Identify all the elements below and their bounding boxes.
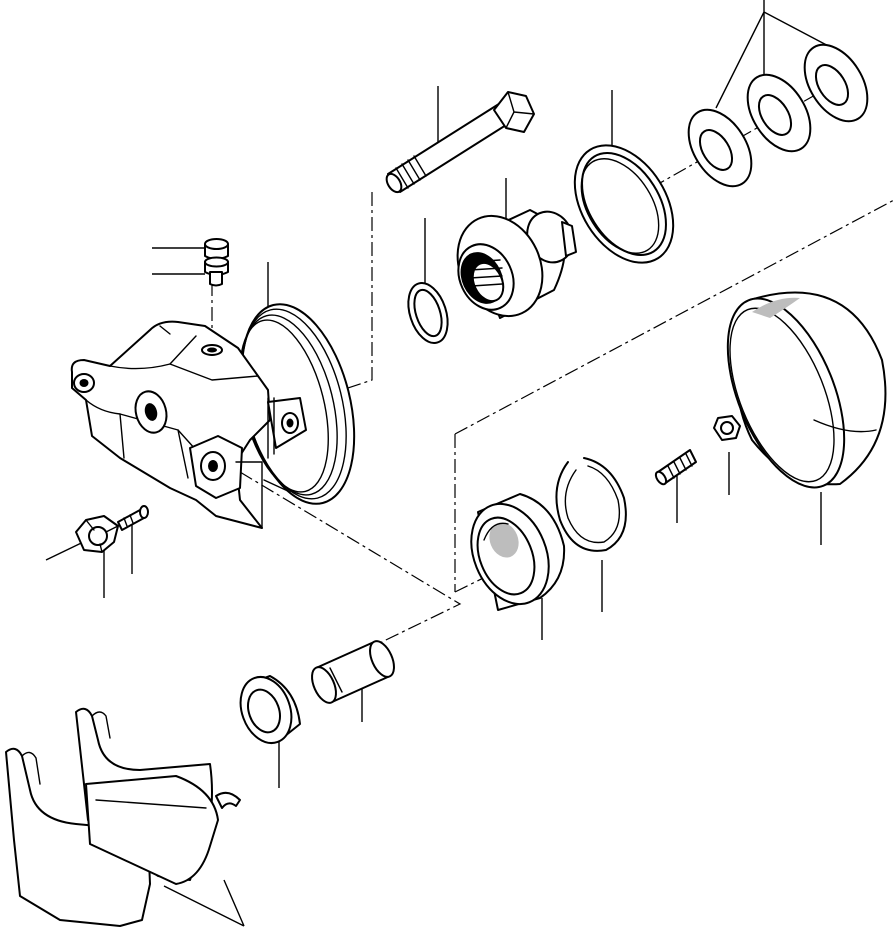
bleeder-cap-icon — [204, 238, 229, 260]
washer-icon — [407, 281, 449, 345]
bolt-icon — [385, 91, 535, 194]
stud-icon — [654, 449, 697, 486]
seal-ring-icon — [239, 675, 301, 744]
piston-seal-icon — [573, 144, 675, 264]
pin-icon — [311, 640, 395, 704]
cylinder-insert-icon — [470, 493, 566, 611]
dust-boot-icon — [726, 291, 887, 489]
small-screw-icon — [117, 505, 149, 531]
spacer-rings-icon — [687, 43, 869, 188]
nut-icon — [713, 415, 741, 441]
lower-centerline — [239, 471, 462, 673]
leader-spacer-rings — [715, 0, 837, 109]
bleeder-screw-icon — [204, 256, 229, 287]
leader-brake-pads — [163, 879, 245, 927]
wing-nut-icon — [75, 515, 119, 553]
retaining-ring-icon — [555, 457, 627, 552]
bolt-centerline — [341, 192, 373, 391]
piston-icon — [456, 209, 577, 319]
phantom-box-top — [454, 199, 894, 435]
caliper-housing-icon — [70, 303, 356, 529]
brake-pad-icon — [5, 707, 241, 927]
